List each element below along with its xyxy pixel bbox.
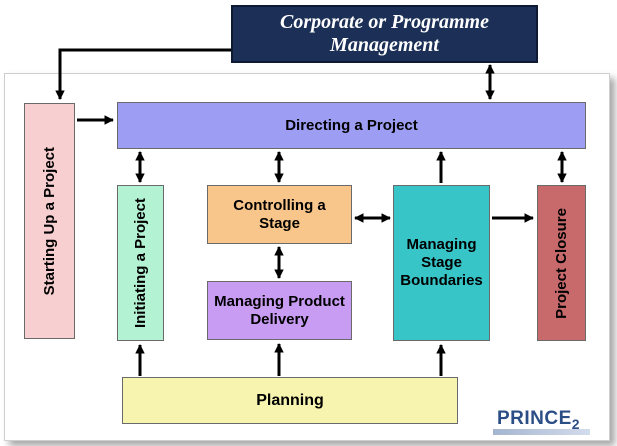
initiating-box: Initiating a Project (117, 185, 164, 341)
controlling-stage-label: Controlling a Stage (233, 196, 326, 232)
corporate-box-line-1: Corporate or Programme (280, 11, 489, 33)
managing-product-delivery-box: Managing Product Delivery (207, 281, 352, 340)
planning-label: Planning (256, 391, 324, 409)
managing-stage-boundaries-box: Managing Stage Boundaries (393, 185, 490, 341)
managing-product-delivery-label: Managing Product Delivery (214, 292, 345, 328)
arrow-corporate-to-starting-up (55, 48, 231, 100)
logo-version: 2 (571, 416, 581, 432)
logo-text: PRINCE (497, 408, 572, 430)
prince2-logo: PRINCE2 (492, 396, 592, 435)
directing-box: Directing a Project (117, 102, 586, 149)
directing-label: Directing a Project (285, 116, 418, 134)
starting-up-box: Starting Up a Project (24, 103, 75, 339)
project-closure-box: Project Closure (537, 185, 586, 341)
managing-stage-boundaries-label: Managing Stage Boundaries (400, 236, 483, 289)
planning-box: Planning (122, 377, 458, 424)
corporate-box-line-2: Management (330, 34, 439, 56)
corporate-programme-management-box: Corporate or Programme Management (231, 5, 538, 63)
controlling-stage-box: Controlling a Stage (207, 185, 352, 244)
